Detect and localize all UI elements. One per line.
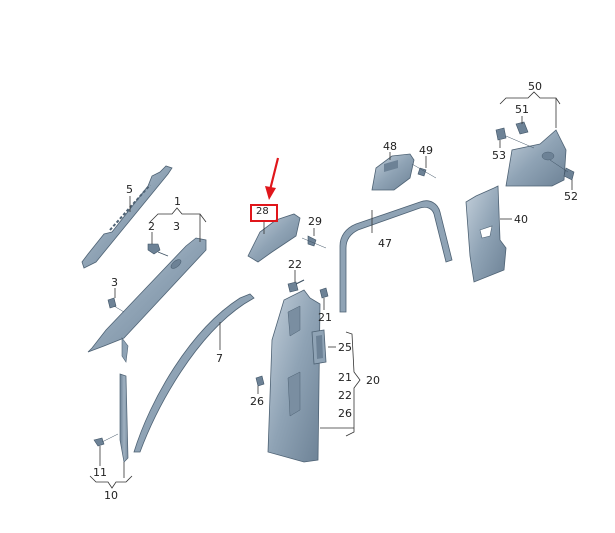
label-part-3-bracket: 3 xyxy=(173,220,180,233)
part-49-screw[interactable] xyxy=(411,163,437,179)
label-part-52: 52 xyxy=(564,190,578,203)
label-part-48: 48 xyxy=(383,140,397,153)
label-part-7: 7 xyxy=(216,352,223,365)
label-part-1: 1 xyxy=(174,195,181,208)
part-22-bolt[interactable] xyxy=(287,279,305,293)
label-part-10: 10 xyxy=(104,489,118,502)
part-48-cover[interactable] xyxy=(371,153,415,191)
label-part-28[interactable]: 28 xyxy=(256,206,269,217)
part-10-lower-strip[interactable] xyxy=(93,373,129,463)
label-part-26: 26 xyxy=(250,395,264,408)
part-28-highlight-box xyxy=(250,204,278,222)
label-part-50: 50 xyxy=(528,80,542,93)
leader-lines xyxy=(89,91,573,489)
label-part-26-list: 26 xyxy=(338,407,352,420)
part-3-clip[interactable] xyxy=(107,297,125,313)
part-29-screw[interactable] xyxy=(301,235,327,249)
label-part-21-list: 21 xyxy=(338,371,352,384)
label-part-11: 11 xyxy=(93,466,107,479)
part-53-clip[interactable] xyxy=(495,127,535,149)
label-part-29: 29 xyxy=(308,215,322,228)
label-part-22-list: 22 xyxy=(338,389,352,402)
part-40-c-pillar-trim[interactable] xyxy=(465,185,507,283)
part-28-trim-piece[interactable] xyxy=(247,213,301,263)
label-part-49: 49 xyxy=(419,144,433,157)
part-47-arch-seal[interactable] xyxy=(339,200,453,313)
part-50-upper-trim[interactable] xyxy=(505,129,567,187)
part-7-arc-seal[interactable] xyxy=(133,293,255,453)
label-part-40: 40 xyxy=(514,213,528,226)
label-part-47: 47 xyxy=(378,237,392,250)
part-26-clip[interactable] xyxy=(255,375,265,387)
part-2-clip[interactable] xyxy=(147,243,169,257)
part-5-sill-strip[interactable] xyxy=(81,165,173,269)
label-part-21: 21 xyxy=(318,311,332,324)
highlight-arrow xyxy=(265,157,280,200)
part-51-clip[interactable] xyxy=(515,121,529,135)
label-part-5: 5 xyxy=(126,183,133,196)
part-25-handle[interactable] xyxy=(311,329,327,365)
part-20-b-pillar-trim[interactable] xyxy=(267,289,321,463)
label-part-22: 22 xyxy=(288,258,302,271)
label-part-25: 25 xyxy=(338,341,352,354)
part-21-clip[interactable] xyxy=(319,287,329,299)
label-part-53: 53 xyxy=(492,149,506,162)
label-part-3: 3 xyxy=(111,276,118,289)
label-part-51: 51 xyxy=(515,103,529,116)
label-part-2: 2 xyxy=(148,220,155,233)
label-part-20: 20 xyxy=(366,374,380,387)
part-1-a-pillar-trim[interactable] xyxy=(87,237,207,363)
